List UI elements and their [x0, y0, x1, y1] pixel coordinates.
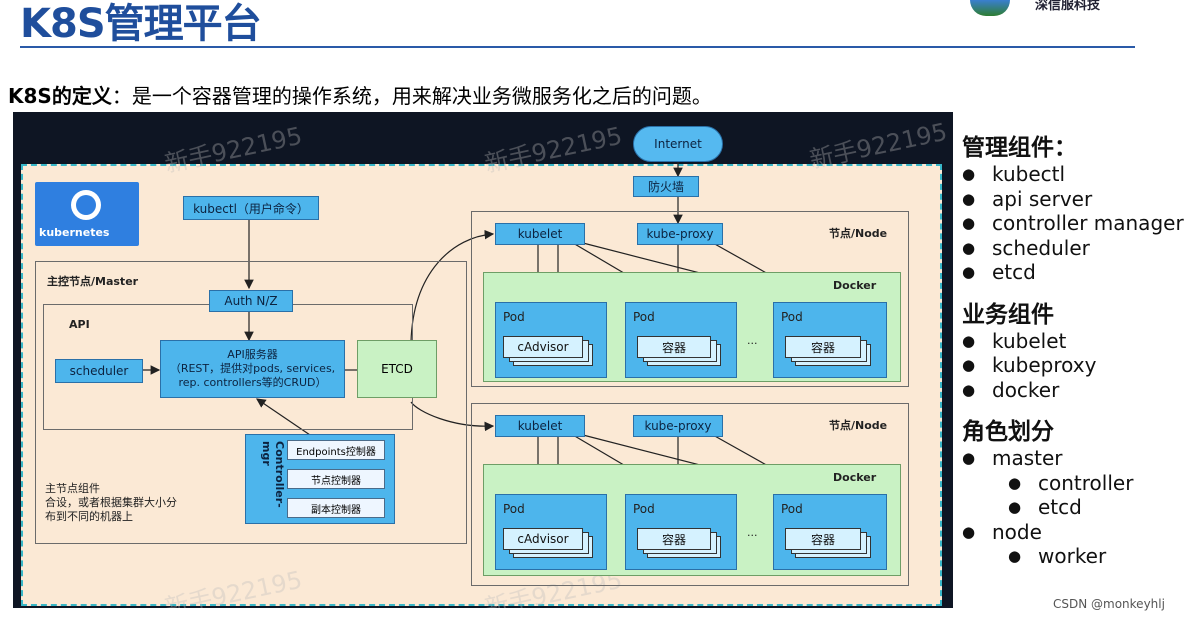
pod-label: Pod: [633, 310, 655, 324]
api-label: API: [69, 318, 90, 331]
cadvisor-box: cAdvisor: [503, 528, 583, 550]
kubelet-box: kubelet: [495, 223, 585, 245]
list-item: etcd: [962, 495, 1184, 520]
definition-label: K8S的定义: [8, 84, 112, 108]
worker-node-box: [471, 403, 909, 586]
list-item: kubectl: [962, 162, 1184, 187]
title-divider: [20, 46, 1135, 48]
container-box: 容器: [637, 528, 711, 550]
node-title: 节点/Node: [829, 419, 888, 432]
list-item: kubeproxy: [962, 353, 1184, 378]
company-logo: [970, 0, 1010, 16]
section-title: 管理组件：: [962, 135, 1077, 161]
node-title: 节点/Node: [829, 227, 888, 240]
pod-label: Pod: [503, 502, 525, 516]
kubernetes-logo-text: kubernetes: [39, 226, 110, 239]
list-item: worker: [962, 544, 1184, 569]
kubelet-box: kubelet: [495, 415, 585, 437]
architecture-diagram: 新手922195 新手922195 新手922195 新手922195 新手92…: [13, 112, 953, 608]
master-title: 主控节点/Master: [47, 275, 139, 288]
component-list: 管理组件：kubectlapi servercontroller manager…: [962, 128, 1184, 569]
master-note: 主节点组件 合设，或者根据集群大小分 布到不同的机器上: [45, 482, 177, 523]
list-item: docker: [962, 378, 1184, 403]
kube-proxy-box: kube-proxy: [637, 223, 723, 245]
docker-label: Docker: [833, 471, 877, 484]
cadvisor-box: cAdvisor: [503, 336, 583, 358]
helm-wheel-icon: [71, 190, 101, 220]
etcd-box: ETCD: [357, 340, 437, 398]
firewall-box: 防火墙: [633, 176, 699, 197]
kubectl-box: kubectl（用户命令）: [183, 196, 319, 220]
list-item: controller manager: [962, 211, 1184, 236]
worker-node-box: [471, 211, 909, 387]
auth-box: Auth N/Z: [209, 290, 293, 312]
scheduler-box: scheduler: [55, 359, 143, 383]
endpoints-controller: Endpoints控制器: [287, 440, 385, 460]
ellipsis: ...: [747, 526, 758, 539]
list-item: api server: [962, 187, 1184, 212]
internet-cloud: Internet: [633, 126, 723, 162]
controller-manager-label: Controller-mgr: [260, 441, 286, 508]
list-item: master: [962, 446, 1184, 471]
list-item: etcd: [962, 260, 1184, 285]
list-item: kubelet: [962, 329, 1184, 354]
credit-text: CSDN @monkeyhlj: [1053, 597, 1165, 611]
api-server-box: API服务器 （REST，提供对pods, services, rep. con…: [160, 340, 345, 398]
ellipsis: ...: [747, 334, 758, 347]
list-item: controller: [962, 471, 1184, 496]
kube-proxy-box: kube-proxy: [633, 415, 723, 437]
pod-label: Pod: [781, 310, 803, 324]
list-item: scheduler: [962, 236, 1184, 261]
container-box: 容器: [637, 336, 711, 358]
pod-label: Pod: [781, 502, 803, 516]
definition-line: K8S的定义：是一个容器管理的操作系统，用来解决业务微服务化之后的问题。: [8, 80, 712, 109]
pod-label: Pod: [503, 310, 525, 324]
section-title: 业务组件: [962, 301, 1054, 328]
master-node-box: [35, 261, 467, 544]
pod-label: Pod: [633, 502, 655, 516]
node-controller: 节点控制器: [287, 469, 385, 489]
slide-title: K8S管理平台: [20, 1, 262, 47]
definition-text: ：是一个容器管理的操作系统，用来解决业务微服务化之后的问题。: [111, 84, 712, 108]
replica-controller: 副本控制器: [287, 498, 385, 518]
container-box: 容器: [785, 528, 861, 550]
company-logo-text: 深信服科技: [1035, 0, 1101, 13]
section-title: 角色划分: [962, 419, 1054, 445]
list-item: node: [962, 520, 1184, 545]
kubernetes-logo: kubernetes: [35, 182, 139, 246]
container-box: 容器: [785, 336, 861, 358]
docker-label: Docker: [833, 279, 877, 292]
